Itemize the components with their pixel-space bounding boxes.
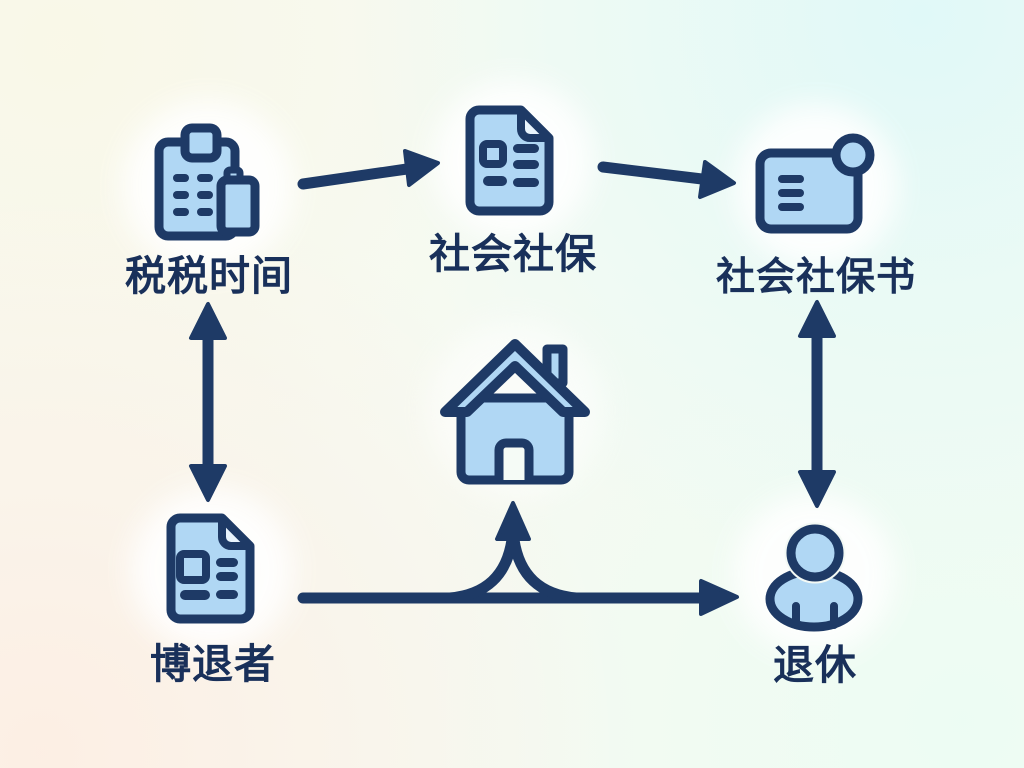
branch-arrow-to-house [444, 501, 582, 604]
label-social-insurance: 社会社保 [429, 230, 597, 278]
double-arrow-tax-retiree [189, 302, 227, 502]
house-icon [440, 339, 590, 485]
label-retiree: 博退者 [150, 640, 276, 688]
document-icon [465, 105, 554, 216]
clipboard-documents-icon [154, 123, 260, 241]
label-tax-time: 税税时间 [125, 252, 293, 300]
arrow-tax-to-social [297, 149, 440, 190]
double-arrow-book-retirement [798, 300, 836, 508]
document-icon [166, 513, 255, 624]
card-notification-icon [755, 133, 875, 234]
arrow-social-to-book [597, 160, 736, 199]
arrow-retiree-to-retirement [297, 579, 739, 616]
label-retirement: 退休 [773, 641, 857, 689]
label-social-insurance-book: 社会社保书 [715, 255, 916, 300]
person-icon [765, 522, 863, 632]
